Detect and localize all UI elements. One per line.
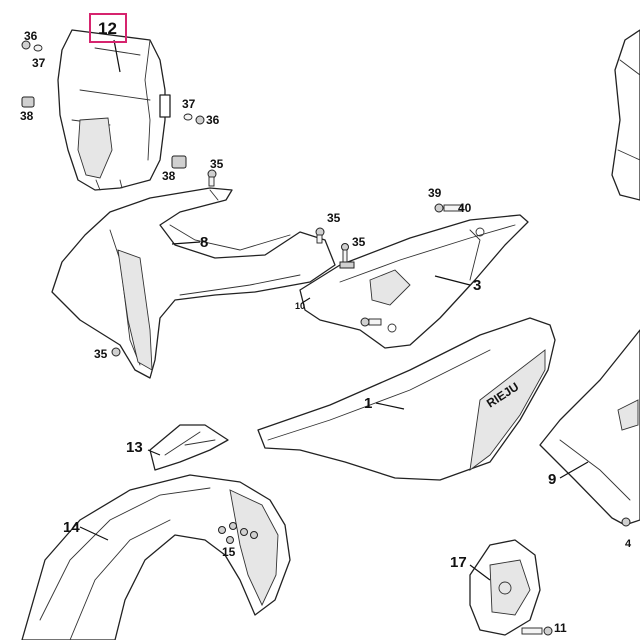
- callout-35-panel-b[interactable]: 35: [352, 235, 366, 249]
- headlight-mask[interactable]: [57, 29, 171, 191]
- callout-35-scoop-top[interactable]: 35: [210, 157, 224, 171]
- callout-35-panel-a[interactable]: 35: [327, 211, 341, 225]
- grommet-38-lower[interactable]: [171, 155, 187, 169]
- callout-39[interactable]: 39: [428, 186, 442, 200]
- chain-guard[interactable]: [469, 539, 541, 636]
- highlight-box-12: [89, 13, 127, 43]
- front-fender[interactable]: [21, 474, 291, 640]
- callout-4[interactable]: 4: [625, 538, 632, 550]
- callout-15[interactable]: 15: [222, 545, 236, 559]
- callout-12[interactable]: 12: [98, 19, 117, 38]
- screws-15[interactable]: [218, 522, 258, 544]
- grommet-38-left[interactable]: [21, 96, 35, 108]
- callout-38-lower[interactable]: 38: [162, 169, 176, 183]
- seat[interactable]: RIEJU: [257, 317, 556, 481]
- screw-35-scoop-top[interactable]: [207, 169, 217, 187]
- fender-bracket[interactable]: [149, 424, 229, 471]
- callout-17[interactable]: 17: [450, 554, 467, 571]
- rear-side-panel[interactable]: [539, 329, 640, 527]
- callout-13[interactable]: 13: [126, 439, 143, 456]
- callout-36-right[interactable]: 36: [206, 113, 220, 127]
- callout-10[interactable]: 10: [295, 301, 305, 311]
- callout-3[interactable]: 3: [473, 277, 481, 294]
- washer-37-top[interactable]: [33, 44, 43, 52]
- callout-11[interactable]: 11: [554, 621, 567, 635]
- bolt-39[interactable]: [434, 203, 444, 213]
- bolt-panel-lower[interactable]: [360, 317, 382, 327]
- screw-35-panel-b[interactable]: [341, 243, 349, 263]
- callout-9[interactable]: 9: [548, 471, 556, 488]
- callout-38-left[interactable]: 38: [20, 109, 34, 123]
- clip-10[interactable]: [339, 261, 355, 269]
- callout-36-top[interactable]: 36: [24, 29, 38, 43]
- callout-37-right[interactable]: 37: [182, 97, 196, 111]
- callout-35-scoop-bottom[interactable]: 35: [94, 347, 108, 361]
- side-panel[interactable]: [299, 214, 529, 349]
- callout-1[interactable]: 1: [364, 395, 372, 412]
- tail-bracket[interactable]: [611, 29, 640, 201]
- callout-37-top[interactable]: 37: [32, 56, 46, 70]
- leader-lines: [79, 39, 589, 581]
- screw-35-panel-a[interactable]: [315, 227, 325, 244]
- callout-40[interactable]: 40: [458, 201, 472, 215]
- screw-35-scoop-bottom[interactable]: [111, 347, 121, 357]
- screw-36-top[interactable]: [21, 40, 31, 50]
- radiator-scoop[interactable]: [51, 187, 336, 379]
- bolt-11[interactable]: [521, 626, 553, 636]
- washer-40[interactable]: [443, 204, 463, 212]
- callout-14[interactable]: 14: [63, 519, 80, 536]
- screw-36-right[interactable]: [195, 115, 205, 125]
- washer-37-right[interactable]: [183, 113, 193, 121]
- callout-8[interactable]: 8: [200, 234, 208, 251]
